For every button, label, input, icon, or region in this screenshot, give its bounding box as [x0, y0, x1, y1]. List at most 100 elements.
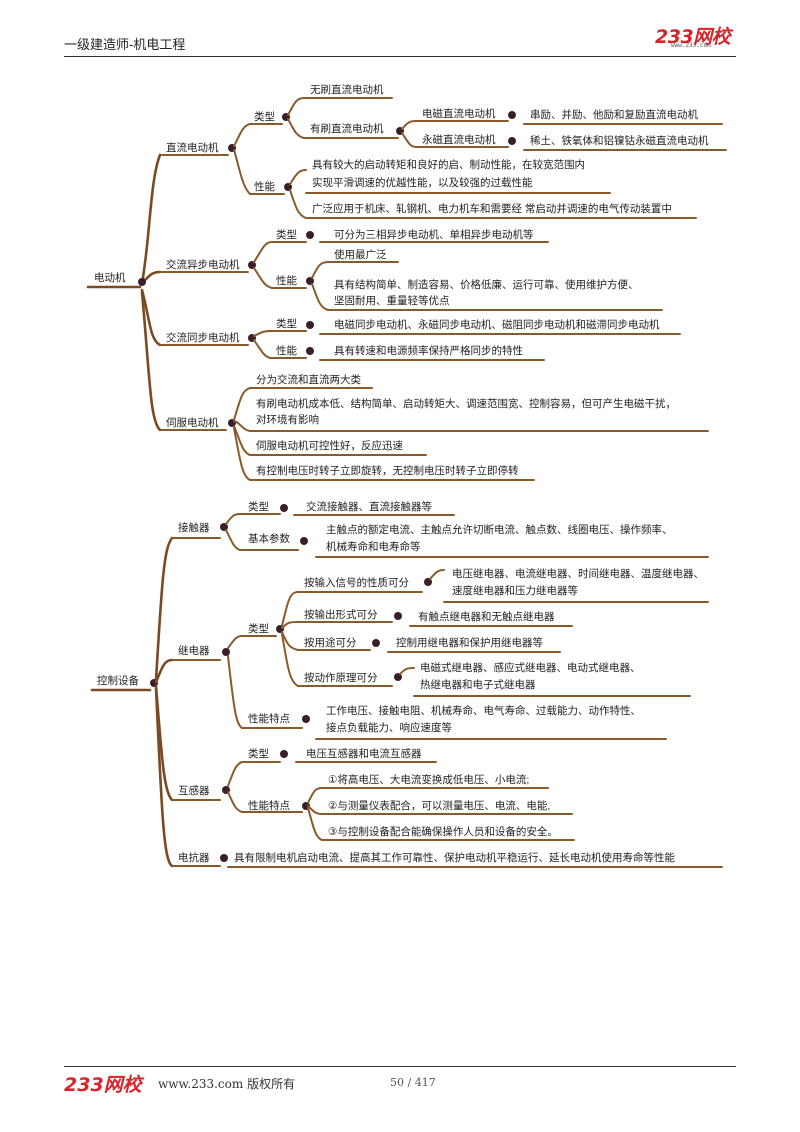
async-node: [248, 261, 256, 269]
motor-branch-servo: [140, 290, 162, 432]
dc-type-label: 类型: [254, 110, 275, 123]
em-dc-node: [508, 111, 516, 119]
relay-output-label: 按输出形式可分: [304, 608, 378, 621]
relay-principle-label: 按动作原理可分: [304, 671, 378, 684]
transformer-type-node: [280, 750, 288, 758]
dc-type-to-brushed: [287, 118, 305, 139]
relay-input-desc-b: 速度继电器和压力继电器等: [452, 584, 578, 597]
relay-principle-desc-a: 电磁式继电器、感应式继电器、电动式继电器、: [420, 661, 641, 674]
relay-use-label: 按用途可分: [304, 636, 357, 649]
relay-type-to-use: [281, 631, 299, 651]
footer-copyright: www.233.com 版权所有: [158, 1077, 296, 1091]
servo-item-2a: 有刷电动机成本低、结构简单、启动转矩大、调速范围宽、控制容易，但可产生电磁干扰，: [256, 397, 676, 410]
contactor-label: 接触器: [178, 521, 210, 534]
servo-item-2b: 对环境有影响: [256, 413, 319, 426]
relay-perf-label: 性能特点: [248, 712, 290, 725]
brushed-label: 有刷直流电动机: [310, 122, 384, 135]
contactor-to-param: [225, 529, 241, 551]
dc-type-to-brushless: [287, 97, 305, 116]
logo-url: www.233.com: [671, 42, 711, 49]
relay-output-node: [394, 612, 402, 620]
transformer-perf-to-1: [307, 787, 323, 804]
motor-root-node: [138, 278, 146, 286]
async-type-desc: 可分为三相异步电动机、单相异步电动机等: [334, 228, 534, 241]
relay-label: 继电器: [178, 644, 210, 657]
sync-type-desc: 电磁同步电动机、永磁同步电动机、磁阻同步电动机和磁滞同步电动机: [334, 318, 660, 331]
control-branch-contactor: [154, 536, 174, 682]
async-perf-to-2: [311, 283, 329, 311]
sync-type-label: 类型: [276, 317, 297, 330]
footer-divider: [64, 1066, 736, 1067]
async-type-node: [306, 231, 314, 239]
brushed-to-em: [401, 120, 417, 130]
control-root-label: 控制设备: [97, 674, 139, 687]
async-label: 交流异步电动机: [166, 258, 240, 271]
footer-logo[interactable]: 233网校: [64, 1074, 142, 1096]
servo-to-3: [233, 425, 251, 456]
page-number: 50 / 417: [390, 1076, 436, 1089]
transformer-perf-label: 性能特点: [248, 799, 290, 812]
transformer-label: 互感器: [178, 784, 210, 797]
servo-to-4: [233, 427, 251, 481]
logo-text: 233网校: [655, 26, 731, 48]
relay-output-desc: 有触点继电器和无触点继电器: [418, 610, 555, 623]
motor-branch-sync: [140, 288, 162, 347]
transformer-to-type: [227, 761, 243, 787]
async-perf-2b: 坚固耐用、重量轻等优点: [334, 294, 450, 307]
async-to-type: [253, 241, 273, 263]
relay-to-perf: [227, 655, 243, 729]
header-logo[interactable]: 233网校 www.233.com: [655, 22, 735, 52]
pm-dc-label: 永磁直流电动机: [422, 133, 496, 146]
contactor-type-label: 类型: [248, 500, 269, 513]
relay-node: [222, 648, 230, 656]
contactor-param-node: [300, 537, 308, 545]
reactor-label: 电抗器: [178, 851, 210, 864]
dc-to-type: [233, 123, 251, 147]
brushed-to-pm: [401, 132, 417, 148]
async-perf-to-1: [311, 261, 329, 279]
contactor-param-a: 主触点的额定电流、主触点允许切断电流、触点数、线圈电压、操作频率、: [326, 523, 673, 536]
dc-perf-label: 性能: [254, 180, 275, 193]
dc-label: 直流电动机: [166, 141, 219, 154]
contactor-param-b: 机械寿命和电寿命等: [326, 540, 421, 553]
relay-perf-node: [302, 715, 310, 723]
relay-input-desc-a: 电压继电器、电流继电器、时间继电器、温度继电器、: [452, 567, 704, 580]
async-perf-1: 使用最广泛: [334, 248, 387, 261]
reactor-desc: 具有限制电机启动电流、提高其工作可靠性、保护电动机平稳运行、延长电动机使用寿命等…: [234, 851, 675, 864]
header-divider: [64, 56, 736, 57]
dc-perf-1a: 具有较大的启动转矩和良好的启、制动性能，在较宽范围内: [312, 158, 585, 171]
async-perf-label: 性能: [276, 274, 297, 287]
relay-type-to-principle: [281, 633, 299, 687]
motor-root-label: 电动机: [94, 271, 126, 284]
async-to-perf: [253, 267, 273, 289]
relay-principle-desc-b: 热继电器和电子式继电器: [420, 678, 536, 691]
contactor-to-type: [225, 513, 241, 525]
header-title: 一级建造师-机电工程: [64, 37, 186, 52]
servo-item-1: 分为交流和直流两大类: [256, 373, 361, 386]
contactor-type-node: [280, 504, 288, 512]
sync-to-type: [253, 330, 271, 337]
dc-perf-1b: 实现平滑调速的优越性能，以及较强的过载性能: [312, 176, 533, 189]
relay-perf-a: 工作电压、接触电阻、机械寿命、电气寿命、过载能力、动作特性、: [326, 704, 641, 717]
sync-perf-label: 性能: [276, 344, 297, 357]
transformer-type-desc: 电压互感器和电流互感器: [306, 747, 422, 760]
relay-perf-b: 接点负载能力、响应速度等: [326, 721, 452, 734]
transformer-perf-to-2: [307, 805, 323, 815]
transformer-perf-1: ①将高电压、大电流变换成低电压、小电流;: [328, 773, 529, 786]
brushless-label: 无刷直流电动机: [310, 83, 384, 96]
dc-perf-to-2: [289, 189, 307, 219]
relay-principle-node: [394, 673, 402, 681]
em-dc-desc: 串励、并励、他励和复励直流电动机: [530, 108, 698, 121]
relay-principle-to-desc: [399, 667, 415, 675]
async-perf-2a: 具有结构简单、制造容易、价格低廉、运行可靠、使用维护方便、: [334, 278, 639, 291]
control-branch-relay: [154, 658, 174, 684]
dc-perf-2: 广泛应用于机床、轧钢机、电力机车和需要经 常启动并调速的电气传动装置中: [312, 202, 672, 215]
contactor-param-label: 基本参数: [248, 532, 290, 545]
dc-perf-to-1: [289, 169, 307, 185]
servo-to-1: [233, 387, 251, 421]
async-type-label: 类型: [276, 228, 297, 241]
relay-input-to-desc: [429, 569, 445, 580]
relay-type-to-input: [281, 591, 299, 627]
relay-use-desc: 控制用继电器和保护用继电器等: [396, 636, 543, 649]
transformer-type-label: 类型: [248, 747, 269, 760]
